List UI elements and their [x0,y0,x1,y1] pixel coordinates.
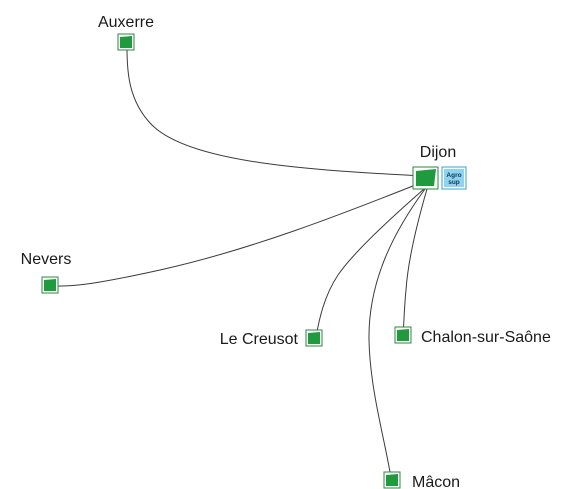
edge-dijon-chalon [402,188,428,335]
badge-line-1: Agro [446,172,461,179]
hub-node-dijon[interactable]: Dijon [412,144,456,190]
site-node-auxerre[interactable]: Auxerre [98,14,154,51]
edge-dijon-lecreusot [315,188,425,338]
site-node-macon[interactable]: Mâcon [383,471,460,489]
badge-line-2: sup [448,179,460,186]
site-square-icon [308,332,320,344]
site-node-lecreusot[interactable]: Le Creusot [220,329,323,348]
hub-label-dijon: Dijon [420,144,456,161]
site-node-chalon[interactable]: Chalon-sur-Saône [394,326,551,346]
site-label-nevers: Nevers [21,251,72,268]
site-square-icon [397,329,409,341]
site-square-icon [44,279,56,291]
site-label-lecreusot: Le Creusot [220,331,299,348]
site-square-icon [386,474,398,486]
site-label-chalon: Chalon-sur-Saône [421,329,551,346]
site-square-icon [120,36,132,48]
edge-dijon-macon [368,188,426,479]
site-node-nevers[interactable]: Nevers [21,251,72,294]
edge-dijon-auxerre [126,47,424,177]
agrosup-badge[interactable]: Agro sup [441,166,467,190]
site-square-icon [416,169,436,186]
site-label-auxerre: Auxerre [98,14,154,31]
edges [51,47,428,479]
agrosup-logo-icon [444,169,464,187]
edge-dijon-nevers [51,181,424,287]
site-label-macon: Mâcon [412,474,460,489]
